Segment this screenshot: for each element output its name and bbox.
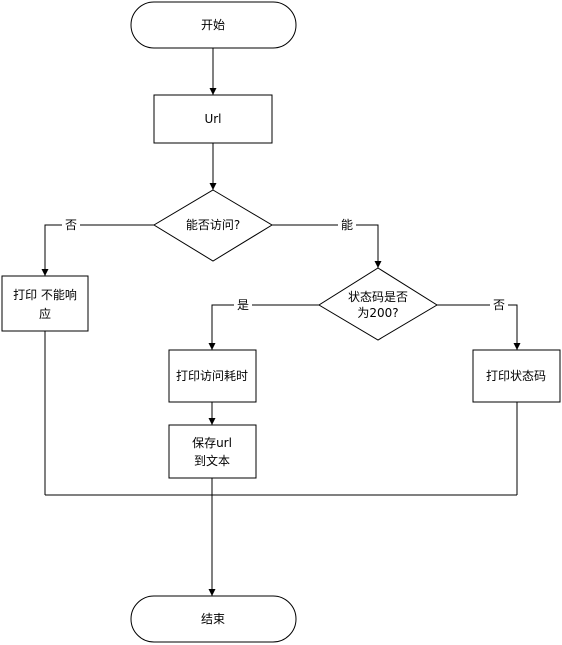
node-status-200-line2: 为200? bbox=[357, 306, 398, 320]
node-print-status-label: 打印状态码 bbox=[486, 369, 546, 383]
edge-status-yes bbox=[208, 304, 319, 350]
node-start-label: 开始 bbox=[201, 18, 225, 32]
node-end: 结束 bbox=[130, 595, 297, 643]
node-save-url-line1: 保存url bbox=[192, 436, 232, 450]
node-print-time: 打印访问耗时 bbox=[168, 349, 257, 403]
node-start: 开始 bbox=[130, 1, 297, 49]
node-end-label: 结束 bbox=[201, 612, 225, 626]
node-can-access: 能否访问? bbox=[153, 189, 273, 262]
node-print-time-label: 打印访问耗时 bbox=[176, 369, 248, 383]
edge-decision-yes bbox=[272, 224, 382, 268]
edge-label-status-yes: 是 bbox=[237, 298, 249, 312]
node-can-access-label: 能否访问? bbox=[186, 218, 240, 232]
edge-label-no-access: 否 bbox=[65, 218, 77, 232]
node-print-cannot: 打印 不能响 应 bbox=[1, 275, 89, 332]
node-url: Url bbox=[153, 94, 273, 144]
node-status-200: 状态码是否 为200? bbox=[318, 267, 438, 341]
edge-label-can-access: 能 bbox=[341, 218, 353, 232]
node-status-200-line1: 状态码是否 bbox=[348, 290, 408, 304]
node-save-url: 保存url 到文本 bbox=[168, 424, 257, 479]
node-save-url-line2: 到文本 bbox=[194, 453, 230, 468]
node-print-cannot-line1: 打印 不能响 bbox=[13, 287, 77, 302]
connectors bbox=[41, 48, 521, 596]
edge-status-no bbox=[437, 304, 521, 350]
node-url-label: Url bbox=[204, 112, 221, 126]
edge-decision-no bbox=[41, 224, 154, 276]
node-print-cannot-line2: 应 bbox=[39, 306, 51, 321]
edge-labels: 否 能 是 否 bbox=[62, 217, 508, 313]
edge-label-status-no: 否 bbox=[493, 298, 505, 312]
node-print-status: 打印状态码 bbox=[472, 349, 561, 403]
